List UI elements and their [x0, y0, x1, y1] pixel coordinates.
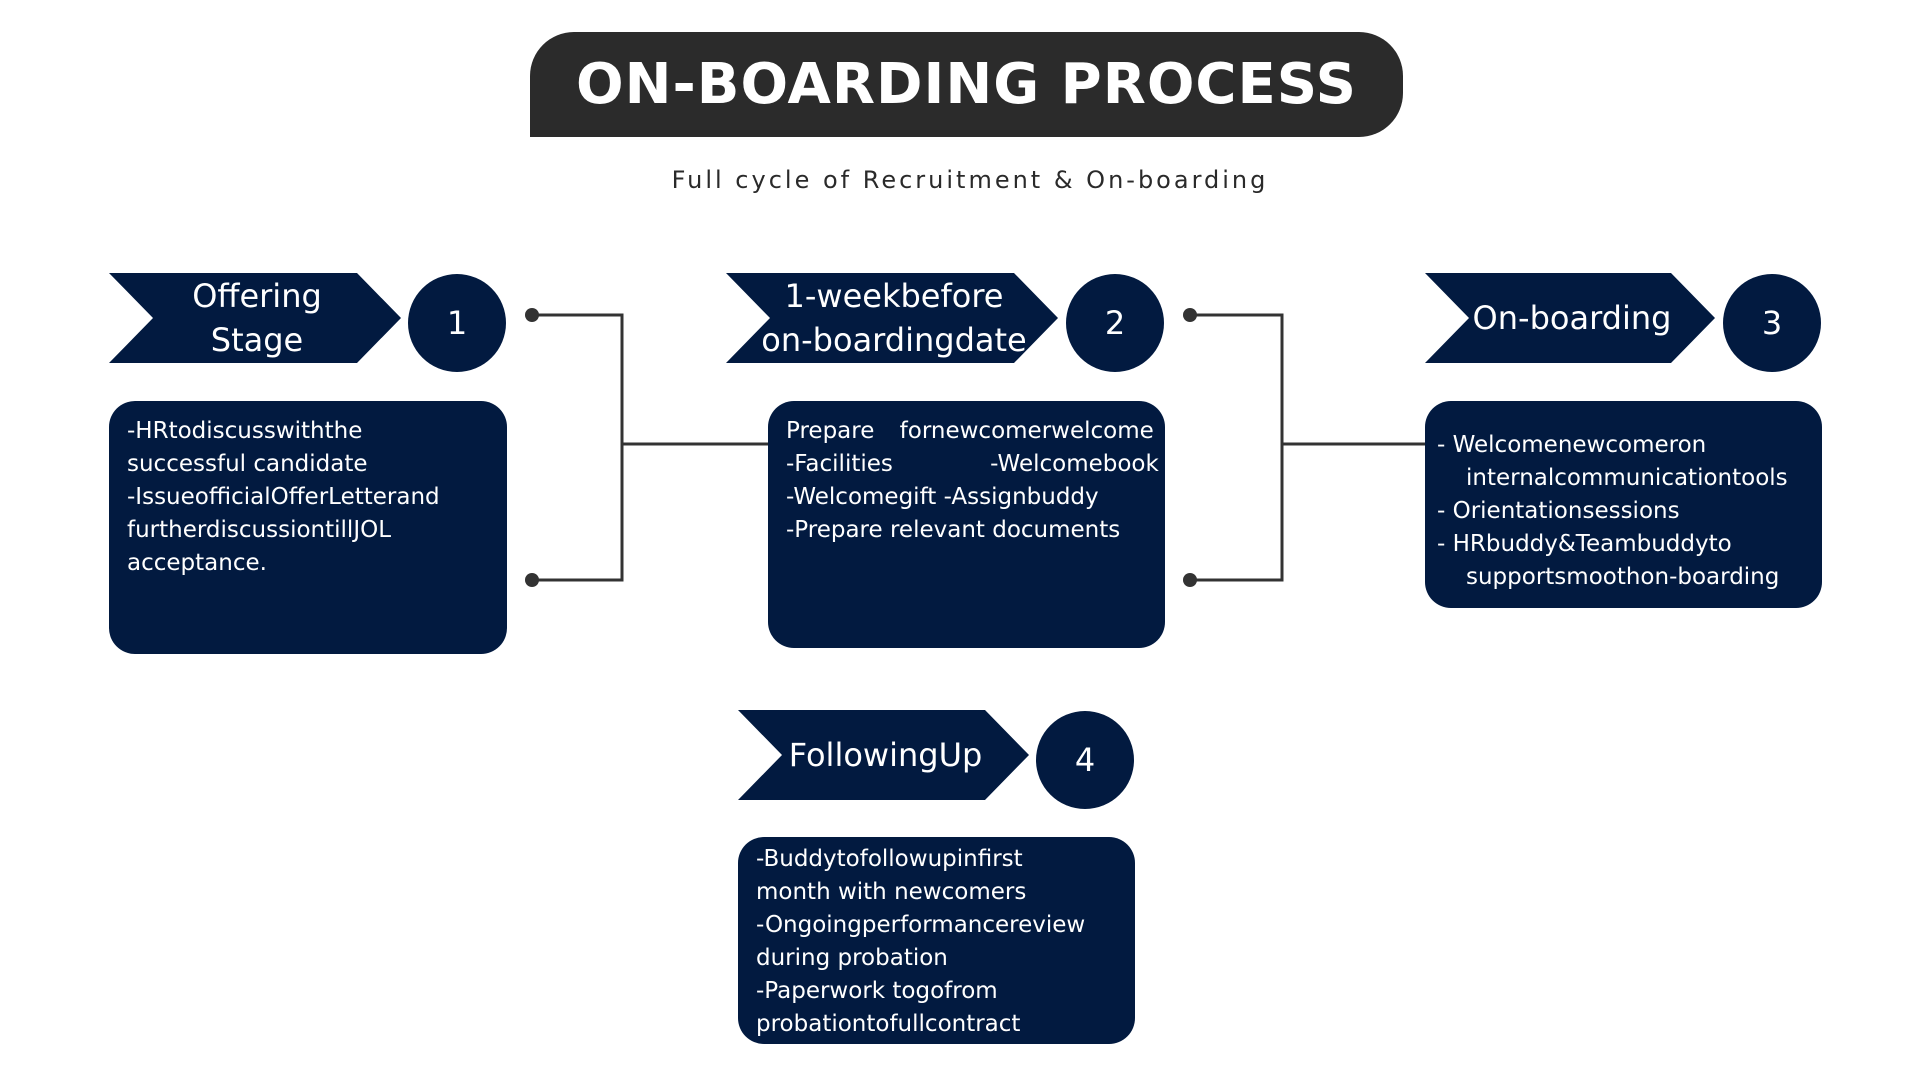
stage-3-title-line: On-boarding [1472, 299, 1672, 337]
connector-dot [525, 308, 539, 322]
stage-1-detail-line: -HRtodiscusswiththe [127, 418, 363, 444]
stage-2-title-line: 1-weekbefore [784, 277, 1004, 315]
connector-1-2 [532, 313, 624, 582]
stage-4-detail-line: during probation [756, 945, 948, 971]
stage-1-detail-line: furtherdiscussiontillJOL [127, 517, 392, 543]
connector-dot [525, 573, 539, 587]
stage-1-detail-line: -IssueofficialOfferLetterand [127, 484, 440, 510]
stage-2-number-badge: 2 [1066, 274, 1164, 372]
stage-3-detail-line: - HRbuddy&Teambuddyto [1437, 531, 1732, 557]
stage-1-title-line: Stage [210, 321, 304, 359]
stage-2-header: 1-weekbefore on-boardingdate [726, 273, 1058, 363]
stage-3-details-box: - Welcomenewcomeron internalcommunicatio… [1425, 401, 1822, 608]
stage-2-detail-line: -Welcomegift -Assignbuddy [786, 484, 1099, 510]
stage-4-detail-line: -Buddytofollowupinfirst [756, 846, 1023, 872]
stage-3-detail-line: - Orientationsessions [1437, 498, 1680, 524]
stage-2-details-box: Prepare fornewcomerwelcome -Facilities -… [768, 401, 1165, 648]
page-subtitle: Full cycle of Recruitment & On-boarding [671, 166, 1269, 194]
stage-3-detail-line: supportsmoothon-boarding [1466, 564, 1780, 590]
stage-1-header: Offering Stage [109, 273, 401, 363]
stage-4-detail-line: -Paperwork togofrom [756, 978, 998, 1004]
stage-4-detail-line: -Ongoingperformancereview [756, 912, 1086, 938]
stage-1-number-badge: 1 [408, 274, 506, 372]
page-title: ON-BOARDING PROCESS [576, 52, 1357, 117]
stage-3-detail-line: - Welcomenewcomeron [1437, 432, 1707, 458]
stage-3-header: On-boarding [1425, 273, 1715, 363]
stage-4-details-box: -Buddytofollowupinfirst month with newco… [738, 837, 1135, 1044]
stage-2-detail-line: -Facilities -Welcomebook [786, 451, 1159, 477]
stage-4-title-line: FollowingUp [788, 736, 983, 774]
stage-2-detail-line: Prepare fornewcomerwelcome [786, 418, 1154, 444]
connector-2-3 [1190, 313, 1284, 582]
title-banner: ON-BOARDING PROCESS [530, 32, 1403, 137]
stage-4-detail-line: month with newcomers [756, 879, 1027, 905]
stage-1-title-line: Offering [192, 277, 322, 315]
connector-dot [1183, 573, 1197, 587]
stage-4-detail-line: probationtofullcontract [756, 1011, 1021, 1037]
stage-1-detail-line: successful candidate [127, 451, 368, 477]
stage-3-number-badge: 3 [1723, 274, 1821, 372]
stage-2-detail-line: -Prepare relevant documents [786, 517, 1121, 543]
stage-3-detail-line: internalcommunicationtools [1466, 465, 1788, 491]
stage-1-details-box: -HRtodiscusswiththe successful candidate… [109, 401, 507, 654]
stage-1-detail-line: acceptance. [127, 550, 267, 576]
stage-2-title-line: on-boardingdate [761, 321, 1027, 359]
stage-4-number-badge: 4 [1036, 711, 1134, 809]
stage-4-header: FollowingUp [738, 710, 1029, 800]
connector-dot [1183, 308, 1197, 322]
